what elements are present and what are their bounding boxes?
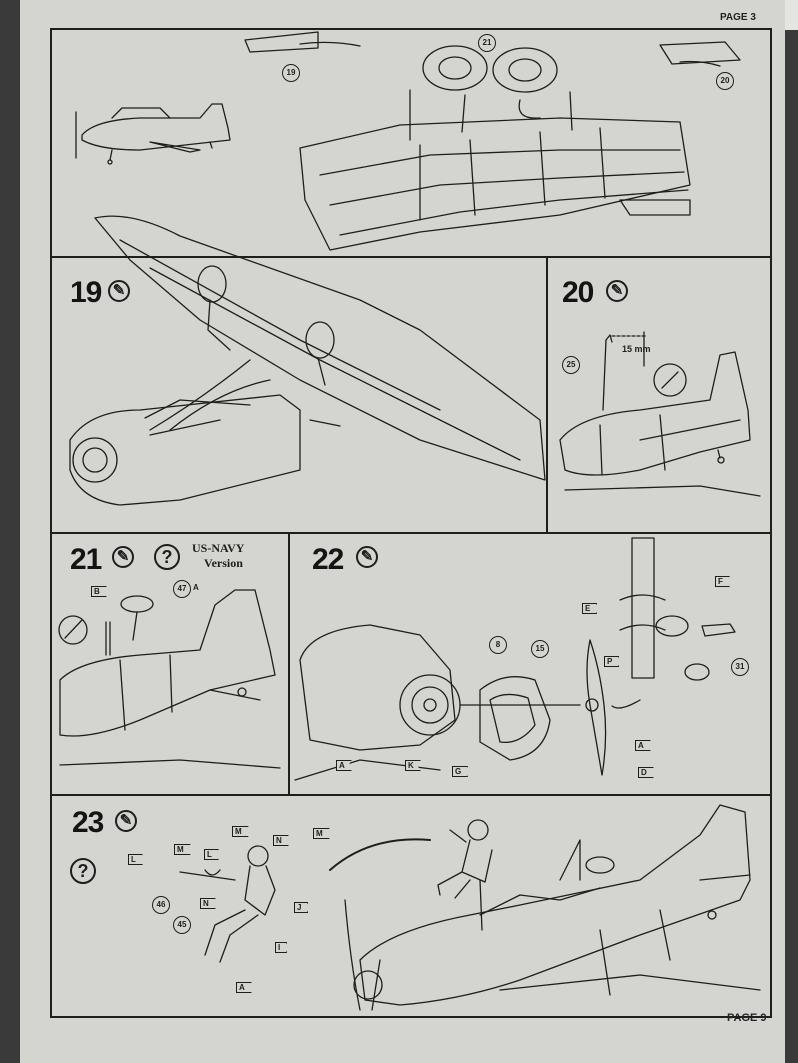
step-number: 21 <box>70 543 102 576</box>
part-number-callout: 25 <box>562 356 580 374</box>
glue-icon: ✎ <box>606 280 628 302</box>
step-number: 23 <box>72 806 104 839</box>
part-number-callout: 19 <box>282 64 300 82</box>
version-note-sub: Version <box>204 556 243 570</box>
step-22-panel <box>288 532 772 796</box>
dimension-label: 15 mm <box>622 344 651 354</box>
step-number: 19 <box>70 276 102 309</box>
part-number-callout: 20 <box>716 72 734 90</box>
part-number-callout: 46 <box>152 896 170 914</box>
part-number-callout: 31 <box>731 658 749 676</box>
step-20-fuselage-mast-illustration <box>559 331 761 497</box>
step-21-antenna-fuselage-illustration <box>58 589 281 769</box>
glue-icon: ✎ <box>112 546 134 568</box>
page-header-label: PAGE 3 <box>720 12 756 23</box>
page-footer-label: PAGE 9 <box>727 1012 767 1024</box>
question-icon: ? <box>70 858 96 884</box>
glue-icon: ✎ <box>356 546 378 568</box>
aircraft-side-view-illustration <box>75 103 231 165</box>
instruction-sheet <box>20 0 785 1063</box>
part-number-callout: 21 <box>478 34 496 52</box>
part-number-callout: 15 <box>531 640 549 658</box>
step-number: 20 <box>562 276 594 309</box>
step-23-aircraft-illustration <box>344 804 761 1011</box>
part-suffix: A <box>193 583 199 592</box>
question-icon: ? <box>154 544 180 570</box>
step-22-engine-propeller-illustration <box>294 537 736 781</box>
wing-gear-assembly-illustration <box>244 31 741 251</box>
glue-icon: ✎ <box>108 280 130 302</box>
glue-icon: ✎ <box>115 810 137 832</box>
part-number-callout: 8 <box>489 636 507 654</box>
step-23-pilot-figures-illustration <box>179 819 493 963</box>
part-number-callout: 47 <box>173 580 191 598</box>
step-19-wing-fuselage-illustration <box>69 215 546 506</box>
step-number: 22 <box>312 543 344 576</box>
version-note: US-NAVY <box>192 541 245 555</box>
part-number-callout: 45 <box>173 916 191 934</box>
